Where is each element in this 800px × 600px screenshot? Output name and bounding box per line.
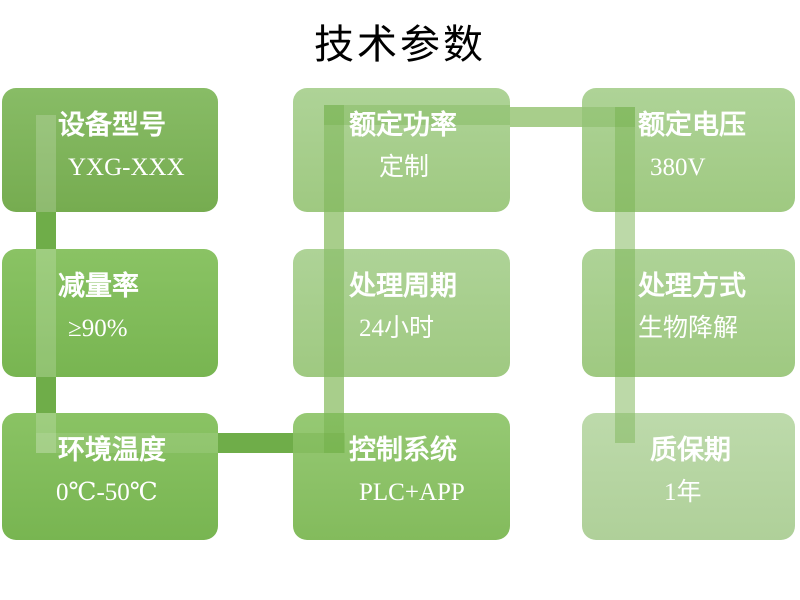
spec-value: 生物降解: [638, 315, 739, 342]
connector-strip: [615, 413, 635, 443]
spec-value: 1年: [664, 479, 702, 506]
spec-box-rated-voltage: 额定电压 380V: [582, 88, 795, 212]
spec-label: 额定电压: [638, 110, 746, 140]
page-title: 技术参数: [314, 23, 486, 67]
spec-value: ≥90%: [68, 315, 128, 342]
connector-strip: [36, 433, 218, 453]
spec-box-device-model: 设备型号 YXG-XXX: [2, 88, 218, 212]
spec-text: 质保期 1年: [582, 413, 795, 507]
spec-label: 环境温度: [58, 435, 166, 465]
spec-box-treatment-method: 处理方式 生物降解: [582, 249, 795, 377]
spec-text: 设备型号 YXG-XXX: [2, 88, 218, 182]
spec-value: PLC+APP: [359, 479, 465, 506]
spec-text: 减量率 ≥90%: [2, 249, 218, 343]
spec-label: 控制系统: [349, 435, 457, 465]
spec-value: 24小时: [359, 315, 435, 342]
spec-text: 环境温度 0℃-50℃: [2, 413, 218, 507]
connector-strip: [615, 249, 635, 377]
spec-box-control-system: 控制系统 PLC+APP: [293, 413, 510, 540]
spec-label: 设备型号: [58, 110, 166, 140]
spec-label: 额定功率: [349, 110, 457, 140]
spec-value: YXG-XXX: [68, 154, 185, 181]
connector-strip: [36, 249, 56, 377]
connector-strip: [36, 115, 56, 212]
spec-value: 380V: [650, 154, 706, 181]
connector-strip: [324, 413, 344, 453]
spec-value: 0℃-50℃: [56, 479, 158, 506]
spec-label: 减量率: [58, 271, 139, 301]
spec-box-reduction-rate: 减量率 ≥90%: [2, 249, 218, 377]
connector-strip: [615, 107, 635, 212]
spec-label: 处理周期: [349, 271, 457, 301]
spec-text: 额定功率 定制: [293, 88, 510, 182]
spec-value: 定制: [379, 154, 430, 181]
spec-box-ambient-temperature: 环境温度 0℃-50℃: [2, 413, 218, 540]
spec-box-warranty: 质保期 1年: [582, 413, 795, 540]
connector-strip: [324, 105, 344, 212]
spec-text: 控制系统 PLC+APP: [293, 413, 510, 507]
spec-text: 额定电压 380V: [582, 88, 795, 182]
connector-strip: [36, 413, 56, 453]
spec-box-rated-power: 额定功率 定制: [293, 88, 510, 212]
spec-text: 处理方式 生物降解: [582, 249, 795, 343]
spec-label: 处理方式: [638, 271, 746, 301]
connector-strip: [582, 107, 635, 127]
connector-strip: [324, 105, 510, 125]
connector-strip: [293, 433, 345, 453]
spec-text: 处理周期 24小时: [293, 249, 510, 343]
spec-box-treatment-cycle: 处理周期 24小时: [293, 249, 510, 377]
connector-strip: [324, 249, 344, 377]
spec-label: 质保期: [650, 435, 731, 465]
